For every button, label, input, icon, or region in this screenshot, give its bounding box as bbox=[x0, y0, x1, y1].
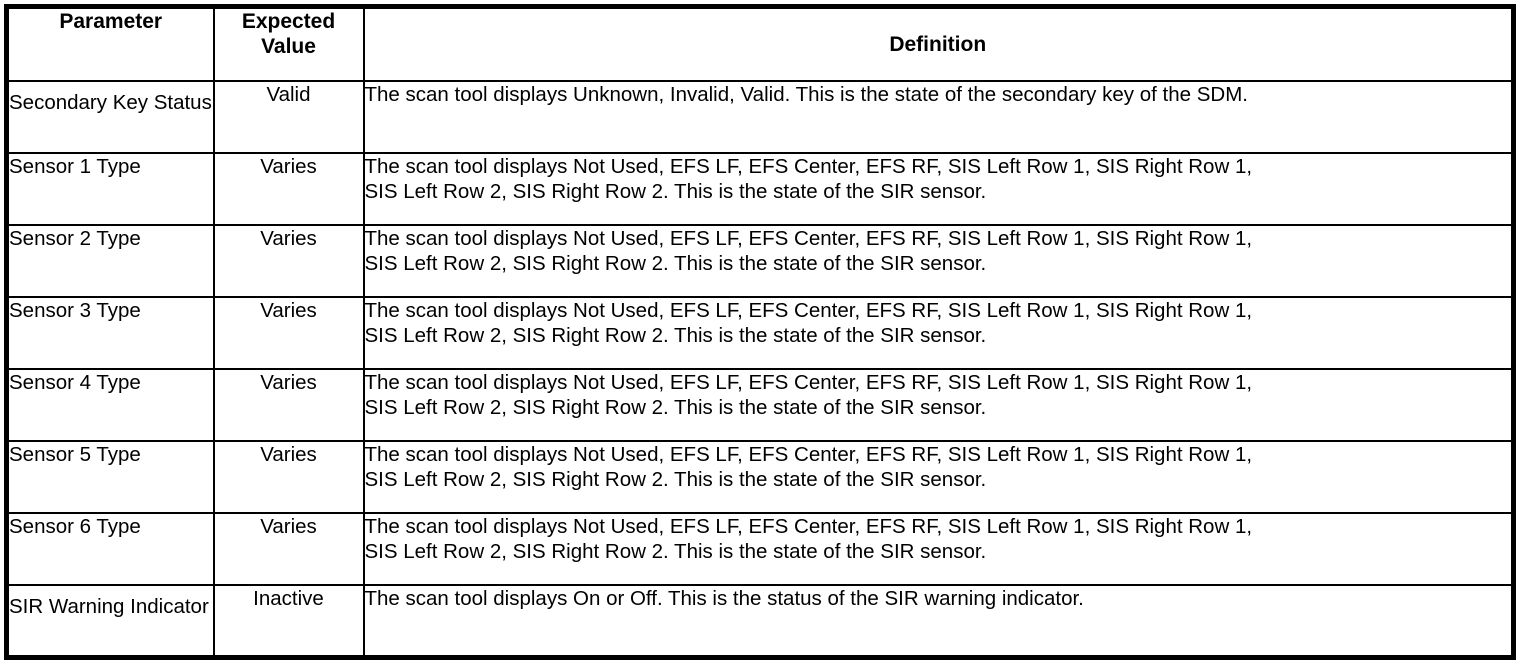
cell-expected-value: Varies bbox=[212, 439, 365, 514]
table-row: SIR Warning Indicator Inactive The scan … bbox=[5, 583, 1515, 659]
cell-expected-value: Varies bbox=[212, 223, 365, 298]
cell-expected-value: Varies bbox=[212, 511, 365, 586]
table-row: Sensor 4 Type Varies The scan tool displ… bbox=[5, 367, 1515, 442]
data-parameters-table: Parameter Expected Value Definition Seco… bbox=[4, 4, 1516, 660]
cell-definition: The scan tool displays Not Used, EFS LF,… bbox=[362, 223, 1515, 298]
cell-definition: The scan tool displays On or Off. This i… bbox=[362, 583, 1515, 659]
cell-definition: The scan tool displays Not Used, EFS LF,… bbox=[362, 439, 1515, 514]
cell-parameter: Sensor 3 Type bbox=[5, 295, 215, 370]
table-row: Sensor 1 Type Varies The scan tool displ… bbox=[5, 151, 1515, 226]
cell-parameter: Sensor 6 Type bbox=[5, 511, 215, 586]
column-header-expected-value-line1: Expected bbox=[241, 10, 336, 33]
column-header-definition: Definition bbox=[362, 5, 1515, 82]
cell-parameter: Sensor 4 Type bbox=[5, 367, 215, 442]
column-header-expected-value: Expected Value bbox=[212, 5, 365, 82]
table-row: Secondary Key Status Valid The scan tool… bbox=[5, 79, 1515, 154]
cell-parameter: Secondary Key Status bbox=[5, 79, 215, 154]
table-row: Sensor 6 Type Varies The scan tool displ… bbox=[5, 511, 1515, 586]
cell-definition: The scan tool displays Not Used, EFS LF,… bbox=[362, 295, 1515, 370]
cell-expected-value: Varies bbox=[212, 367, 365, 442]
cell-parameter: Sensor 2 Type bbox=[5, 223, 215, 298]
table-header: Parameter Expected Value Definition bbox=[5, 5, 1515, 82]
cell-definition: The scan tool displays Not Used, EFS LF,… bbox=[362, 511, 1515, 586]
cell-parameter: SIR Warning Indicator bbox=[5, 583, 215, 659]
cell-parameter: Sensor 1 Type bbox=[5, 151, 215, 226]
column-header-parameter: Parameter bbox=[5, 5, 215, 82]
cell-definition: The scan tool displays Not Used, EFS LF,… bbox=[362, 367, 1515, 442]
cell-parameter: Sensor 5 Type bbox=[5, 439, 215, 514]
cell-definition: The scan tool displays Not Used, EFS LF,… bbox=[362, 151, 1515, 226]
table-header-row: Parameter Expected Value Definition bbox=[5, 5, 1515, 82]
table-row: Sensor 5 Type Varies The scan tool displ… bbox=[5, 439, 1515, 514]
data-parameters-table-container: Parameter Expected Value Definition Seco… bbox=[4, 4, 1516, 660]
cell-expected-value: Inactive bbox=[212, 583, 365, 659]
table-row: Sensor 2 Type Varies The scan tool displ… bbox=[5, 223, 1515, 298]
column-header-expected-value-line2: Value bbox=[261, 35, 316, 58]
table-row: Sensor 3 Type Varies The scan tool displ… bbox=[5, 295, 1515, 370]
cell-expected-value: Varies bbox=[212, 295, 365, 370]
cell-definition: The scan tool displays Unknown, Invalid,… bbox=[362, 79, 1515, 154]
cell-expected-value: Valid bbox=[212, 79, 365, 154]
cell-expected-value: Varies bbox=[212, 151, 365, 226]
table-body: Secondary Key Status Valid The scan tool… bbox=[5, 79, 1515, 659]
